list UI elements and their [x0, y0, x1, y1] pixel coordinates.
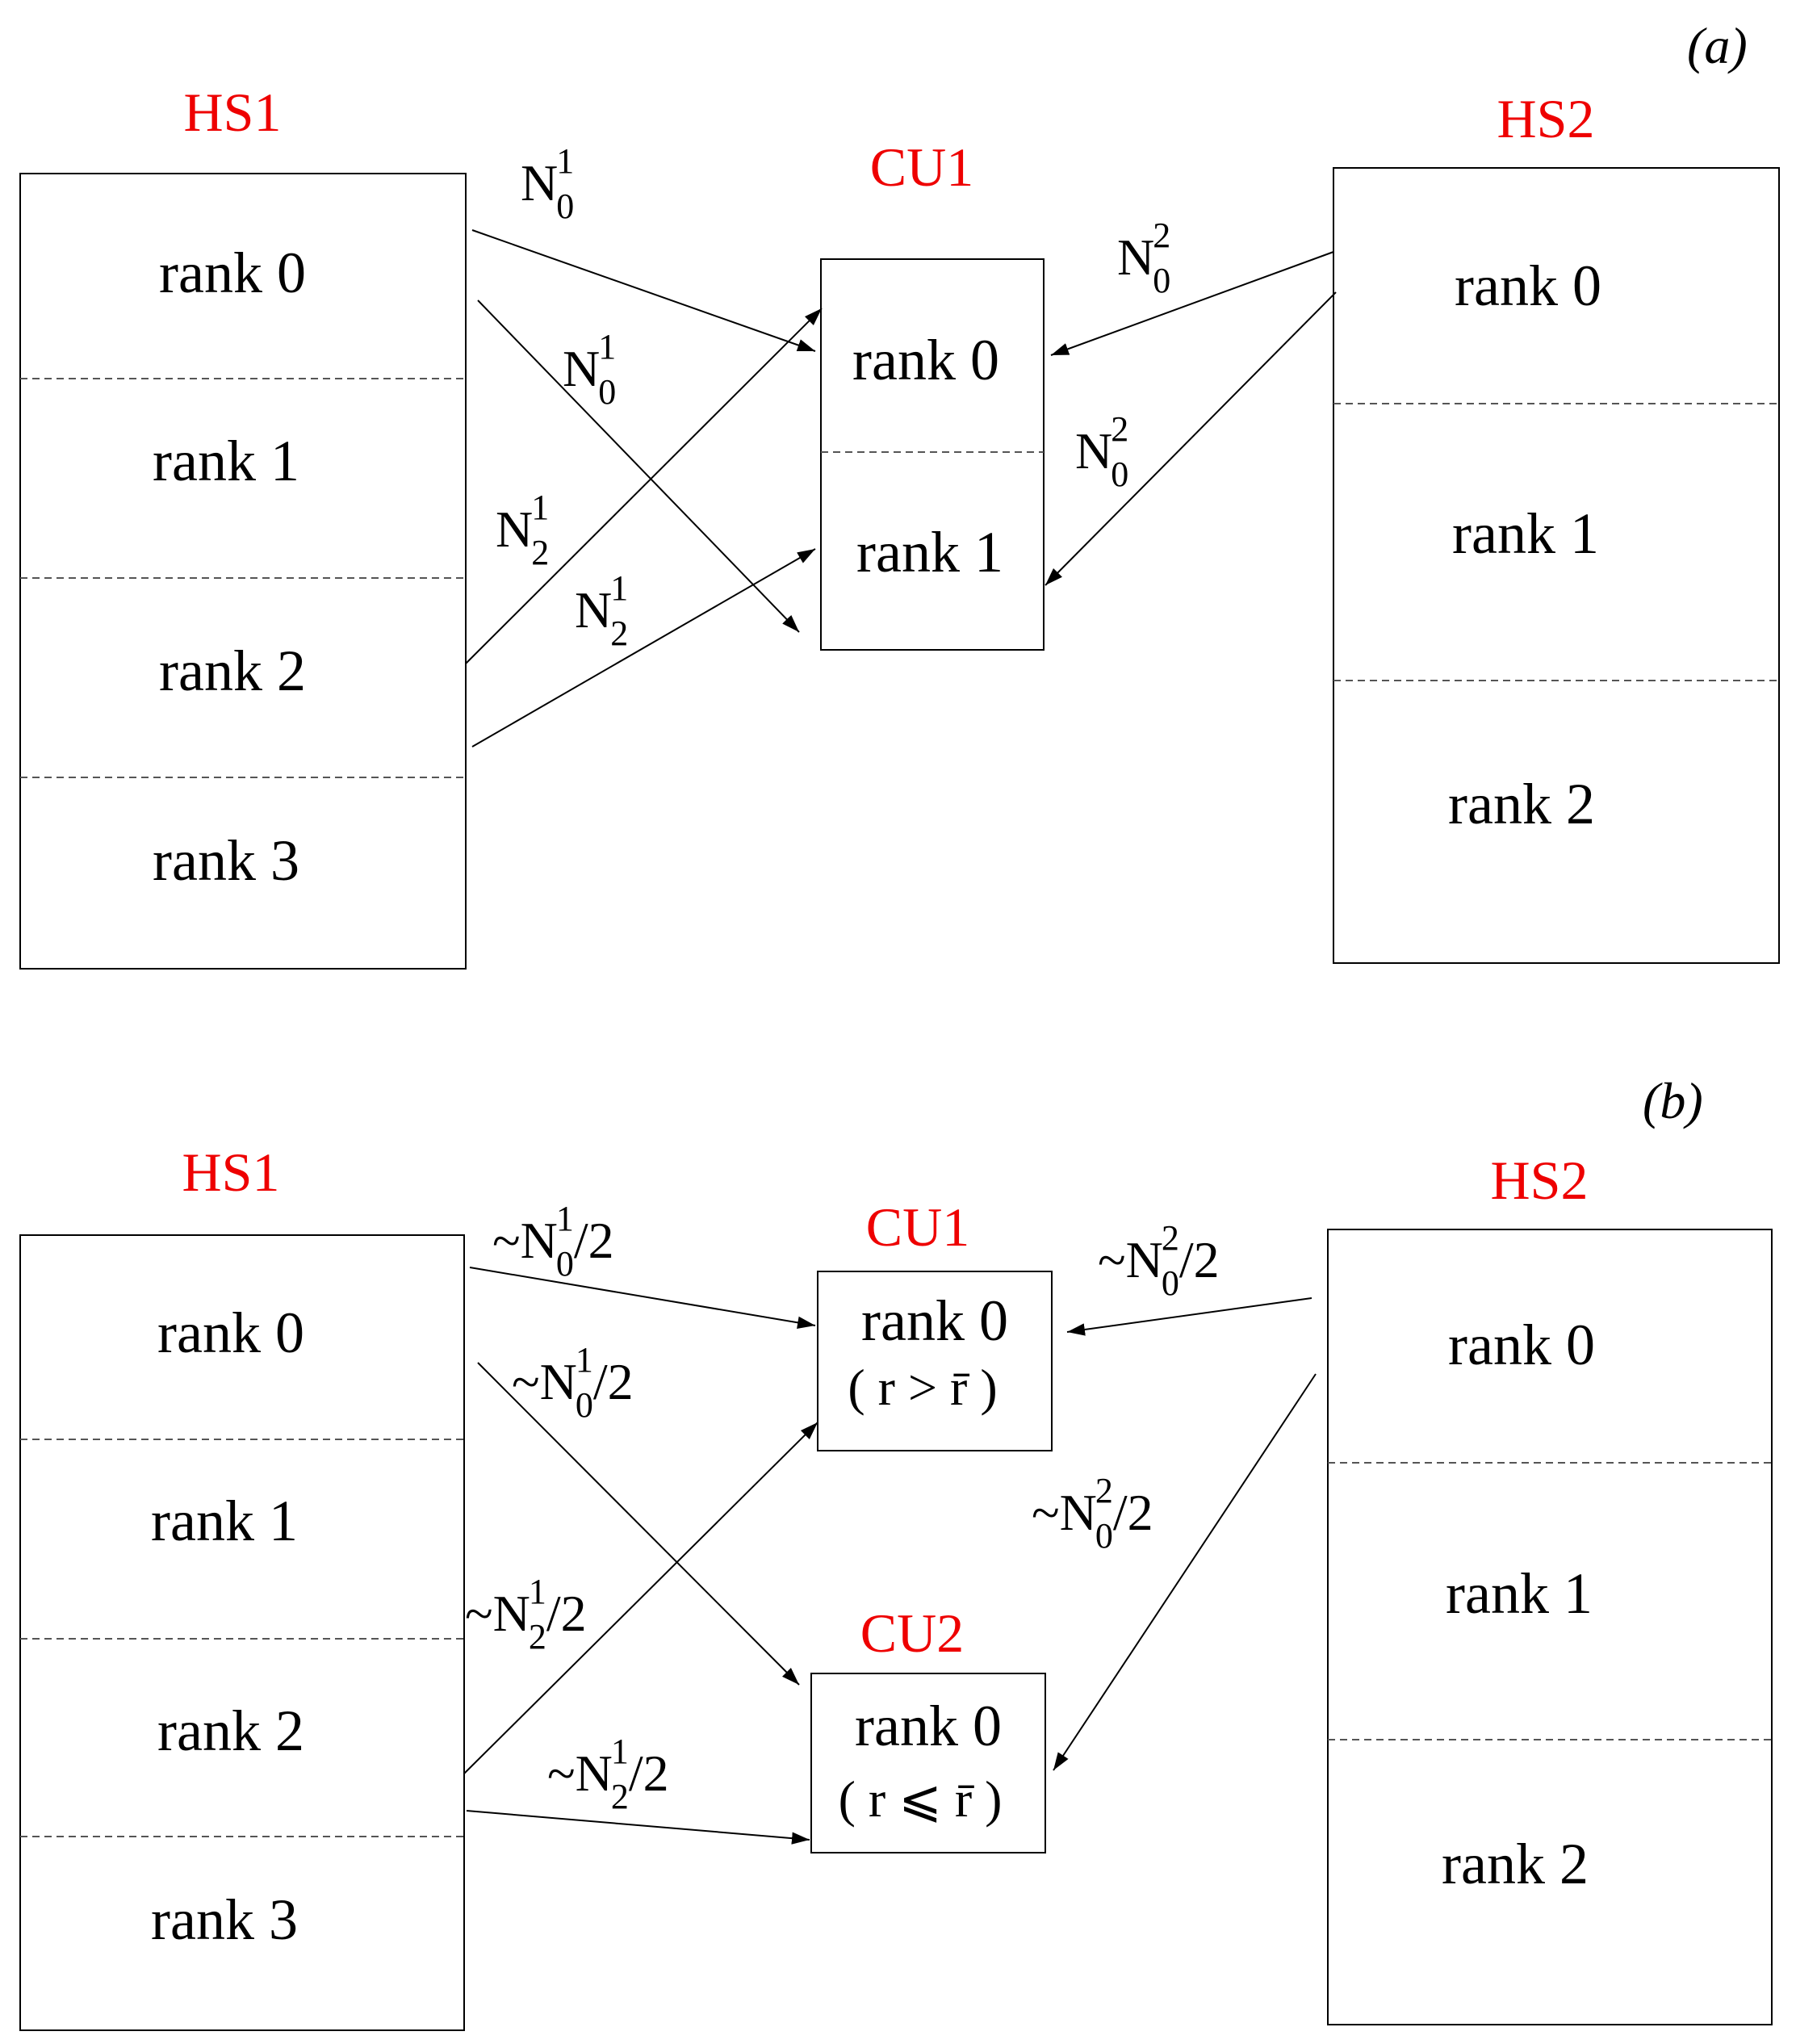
hs1-box	[19, 1234, 465, 2031]
cu2-condition: ( r ⩽ r̄ )	[839, 1770, 1003, 1828]
hs2-group-a: HS2 rank 0 rank 1 rank 2	[1333, 88, 1780, 964]
cu1-rank-0: rank 0	[861, 1288, 1008, 1353]
hs1-box	[19, 173, 467, 970]
flow-arrow	[471, 548, 816, 748]
panel-label-b: (b)	[1643, 1072, 1703, 1129]
cu1-rank-0: rank 0	[852, 328, 999, 392]
panel-a: (a) HS1 rank 0 rank 1 rank 2 rank 3 CU1 …	[19, 17, 1780, 970]
flow-arrow	[1053, 1373, 1317, 1771]
cu1-group-a: CU1 rank 0 rank 1	[820, 136, 1045, 651]
hs1-rank-1: rank 1	[151, 1489, 298, 1553]
cu1-title: CU1	[866, 1196, 969, 1258]
flow-arrow	[463, 1422, 818, 1774]
cu2-group-b: CU2 rank 0 ( r ⩽ r̄ )	[810, 1602, 1046, 1853]
flow-arrows-a	[465, 229, 1337, 748]
hs1-rank-1: rank 1	[153, 429, 299, 493]
flow-arrow	[469, 1267, 816, 1329]
flow-arrow	[471, 229, 816, 352]
flow-arrow	[477, 299, 800, 633]
cu1-condition: ( r > r̄ )	[848, 1359, 997, 1416]
hs2-title: HS2	[1491, 1150, 1589, 1211]
cu1-group-b: CU1 rank 0 ( r > r̄ )	[817, 1196, 1053, 1451]
panel-b: (b) HS1 rank 0 rank 1 rank 2 rank 3 CU1 …	[19, 1072, 1773, 2031]
flow-arrow	[1066, 1297, 1312, 1336]
hs2-box	[1333, 167, 1780, 964]
hs1-group-a: HS1 rank 0 rank 1 rank 2 rank 3	[19, 82, 467, 970]
hs1-rank-2: rank 2	[159, 639, 306, 703]
flow-arrow	[477, 1362, 800, 1686]
hs2-group-b: HS2 rank 0 rank 1 rank 2	[1327, 1150, 1773, 2025]
hs1-title: HS1	[184, 82, 282, 143]
hs1-rank-3: rank 3	[151, 1887, 298, 1952]
cu2-rank-0: rank 0	[855, 1694, 1002, 1758]
hs2-box	[1327, 1229, 1773, 2025]
hs2-rank-2: rank 2	[1442, 1832, 1589, 1896]
hs1-title: HS1	[182, 1141, 280, 1203]
hs2-rank-0: rank 0	[1448, 1313, 1595, 1377]
hs1-rank-0: rank 0	[157, 1301, 304, 1365]
hs2-rank-1: rank 1	[1452, 501, 1599, 566]
flow-arrow	[1050, 251, 1334, 356]
hs1-group-b: HS1 rank 0 rank 1 rank 2 rank 3	[19, 1141, 465, 2031]
hs1-rank-3: rank 3	[153, 828, 299, 893]
panel-label-a: (a)	[1687, 17, 1748, 74]
cu1-rank-1: rank 1	[856, 520, 1003, 584]
cu2-title: CU2	[860, 1602, 964, 1664]
cu1-title: CU1	[870, 136, 973, 198]
flow-arrow	[466, 1810, 810, 1845]
cu2-box	[810, 1673, 1046, 1853]
flow-arrow	[465, 308, 823, 664]
flow-arrows-b	[463, 1267, 1317, 1845]
hs2-rank-1: rank 1	[1446, 1561, 1593, 1626]
cu1-box	[817, 1271, 1053, 1451]
hs1-rank-2: rank 2	[157, 1698, 304, 1763]
hs1-rank-0: rank 0	[159, 241, 306, 305]
cu1-box	[820, 258, 1045, 651]
flow-arrow	[1045, 291, 1337, 586]
hs2-rank-2: rank 2	[1448, 772, 1595, 836]
hs2-title: HS2	[1497, 88, 1595, 149]
hs2-rank-0: rank 0	[1455, 253, 1601, 318]
